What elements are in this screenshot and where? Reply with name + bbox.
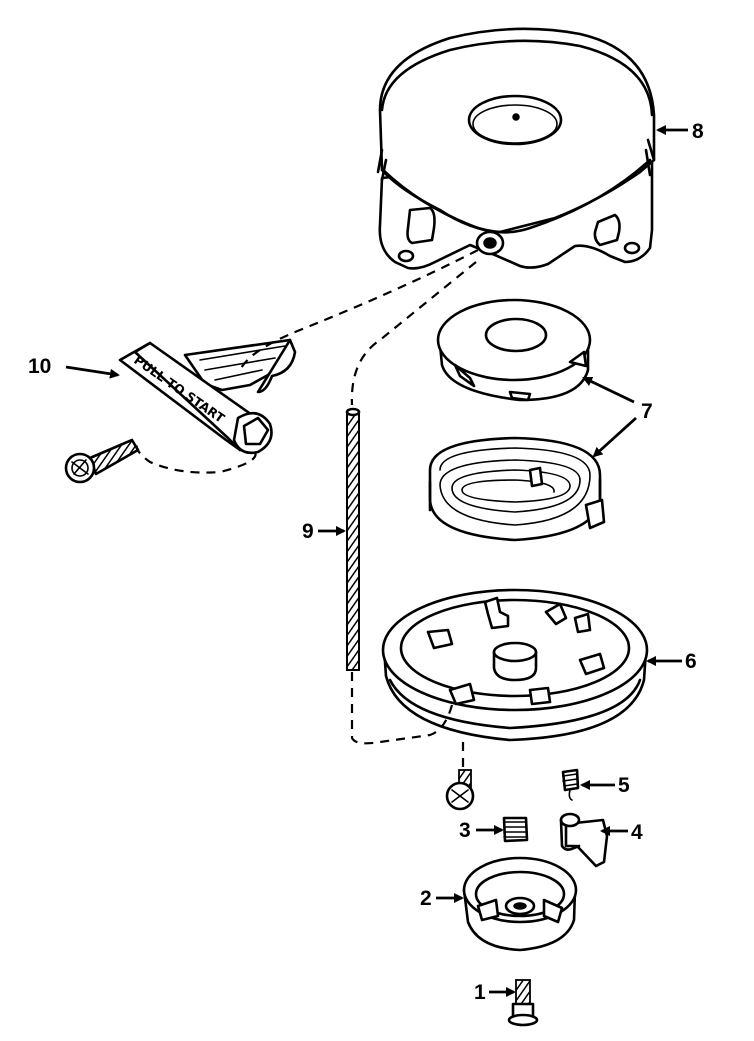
pawl-spring — [561, 768, 580, 801]
recoil-spring — [428, 436, 606, 542]
starter-housing — [376, 27, 656, 270]
callout-9: 9 — [302, 520, 346, 543]
svg-text:1: 1 — [474, 981, 486, 1004]
starter-rope — [345, 407, 361, 671]
svg-text:10: 10 — [28, 355, 51, 378]
callout-8: 8 — [656, 120, 704, 143]
svg-text:9: 9 — [302, 520, 314, 543]
callout-10: 10 — [28, 355, 120, 379]
spring-cup — [436, 298, 592, 402]
rope-routing — [135, 249, 479, 768]
svg-text:4: 4 — [631, 821, 643, 844]
callout-4: 4 — [600, 821, 643, 844]
callout-2: 2 — [420, 887, 464, 910]
svg-text:7: 7 — [641, 400, 653, 423]
callout-7: 7 — [582, 376, 653, 458]
svg-text:5: 5 — [618, 774, 630, 797]
svg-text:6: 6 — [685, 650, 697, 673]
svg-text:3: 3 — [459, 819, 471, 842]
callout-1: 1 — [474, 981, 516, 1004]
handle-screw — [64, 438, 140, 484]
svg-text:8: 8 — [692, 120, 704, 143]
pull-handle: PULL TO START — [118, 338, 297, 455]
brake-cup — [462, 856, 578, 952]
rope-pulley — [381, 588, 649, 742]
pulley-bolt — [445, 769, 475, 811]
callout-6: 6 — [646, 650, 697, 673]
svg-text:2: 2 — [420, 887, 432, 910]
pawl — [559, 812, 609, 868]
callout-3: 3 — [459, 819, 504, 842]
shoulder-bolt — [507, 979, 539, 1027]
callout-5: 5 — [580, 774, 630, 797]
brake-spring — [502, 816, 529, 843]
